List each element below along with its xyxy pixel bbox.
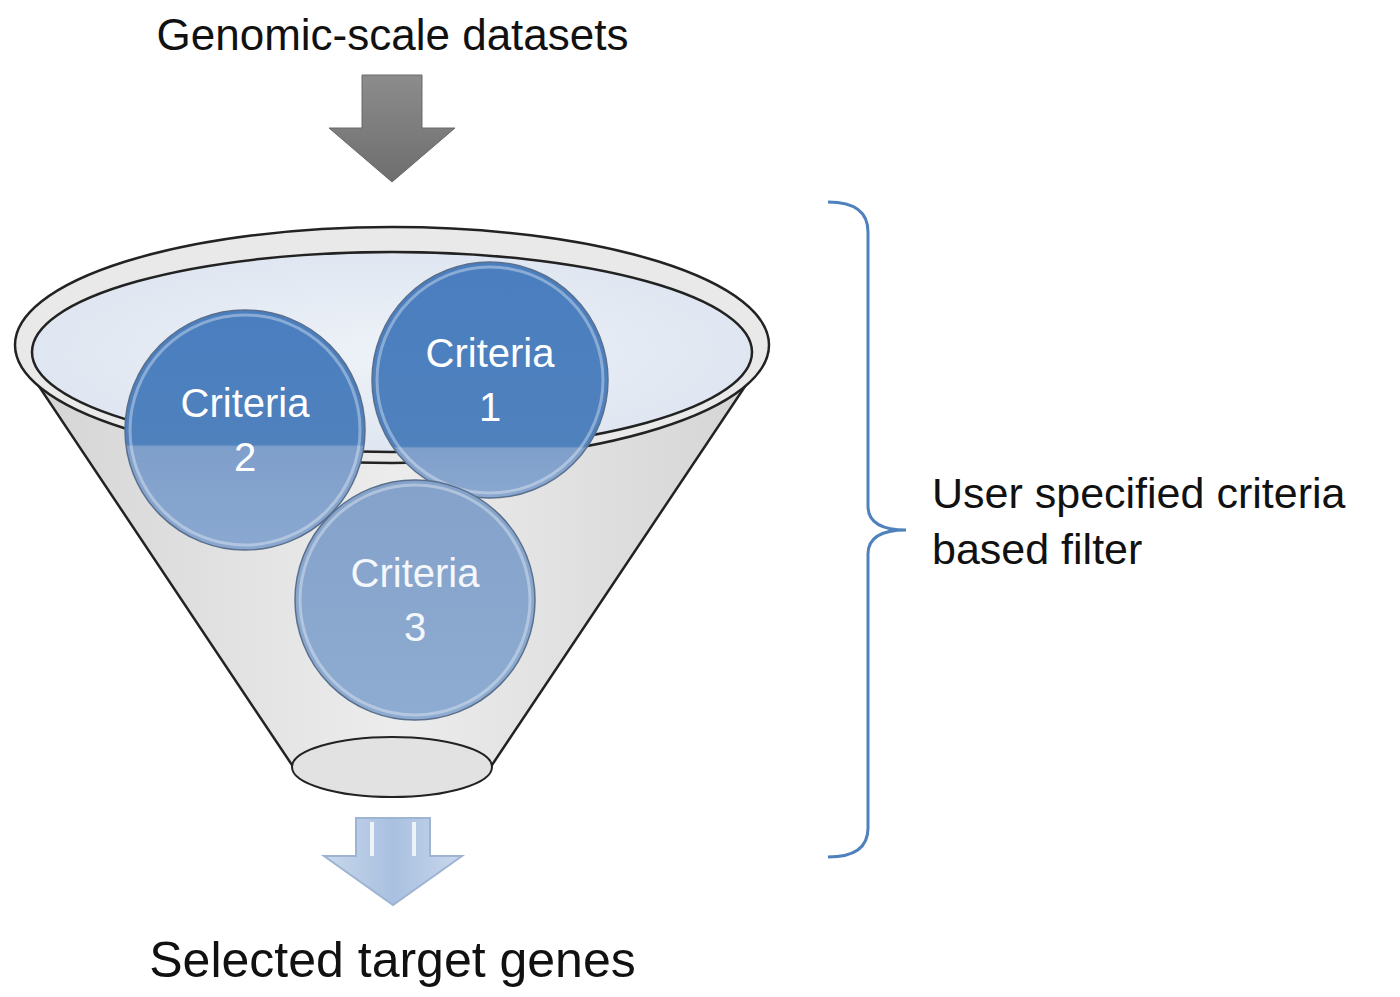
input-arrow	[329, 75, 455, 182]
bracket	[828, 202, 906, 857]
circle-fill	[295, 480, 535, 720]
circle-bevel	[130, 315, 360, 545]
circle-outline	[293, 478, 537, 722]
output-label: Selected target genes	[0, 928, 785, 993]
criteria-circle: Criteria 1	[370, 260, 610, 500]
output-arrow	[324, 818, 462, 905]
circle-bevel	[377, 267, 603, 493]
circle-bevel	[300, 485, 530, 715]
funnel-spout	[292, 737, 492, 797]
arrow-highlight	[412, 822, 416, 856]
circle-fill	[125, 310, 365, 550]
circle-fill	[372, 262, 608, 498]
bracket-label: User specified criteria based filter	[932, 466, 1394, 578]
criteria-text: Criteria 3	[351, 546, 480, 654]
circle-outline	[370, 260, 610, 500]
criteria-text: Criteria 2	[181, 376, 310, 484]
criteria-text: Criteria 1	[426, 326, 555, 434]
input-label: Genomic-scale datasets	[0, 6, 785, 63]
criteria-circle: Criteria 3	[293, 478, 537, 722]
arrow-highlight	[370, 822, 374, 856]
